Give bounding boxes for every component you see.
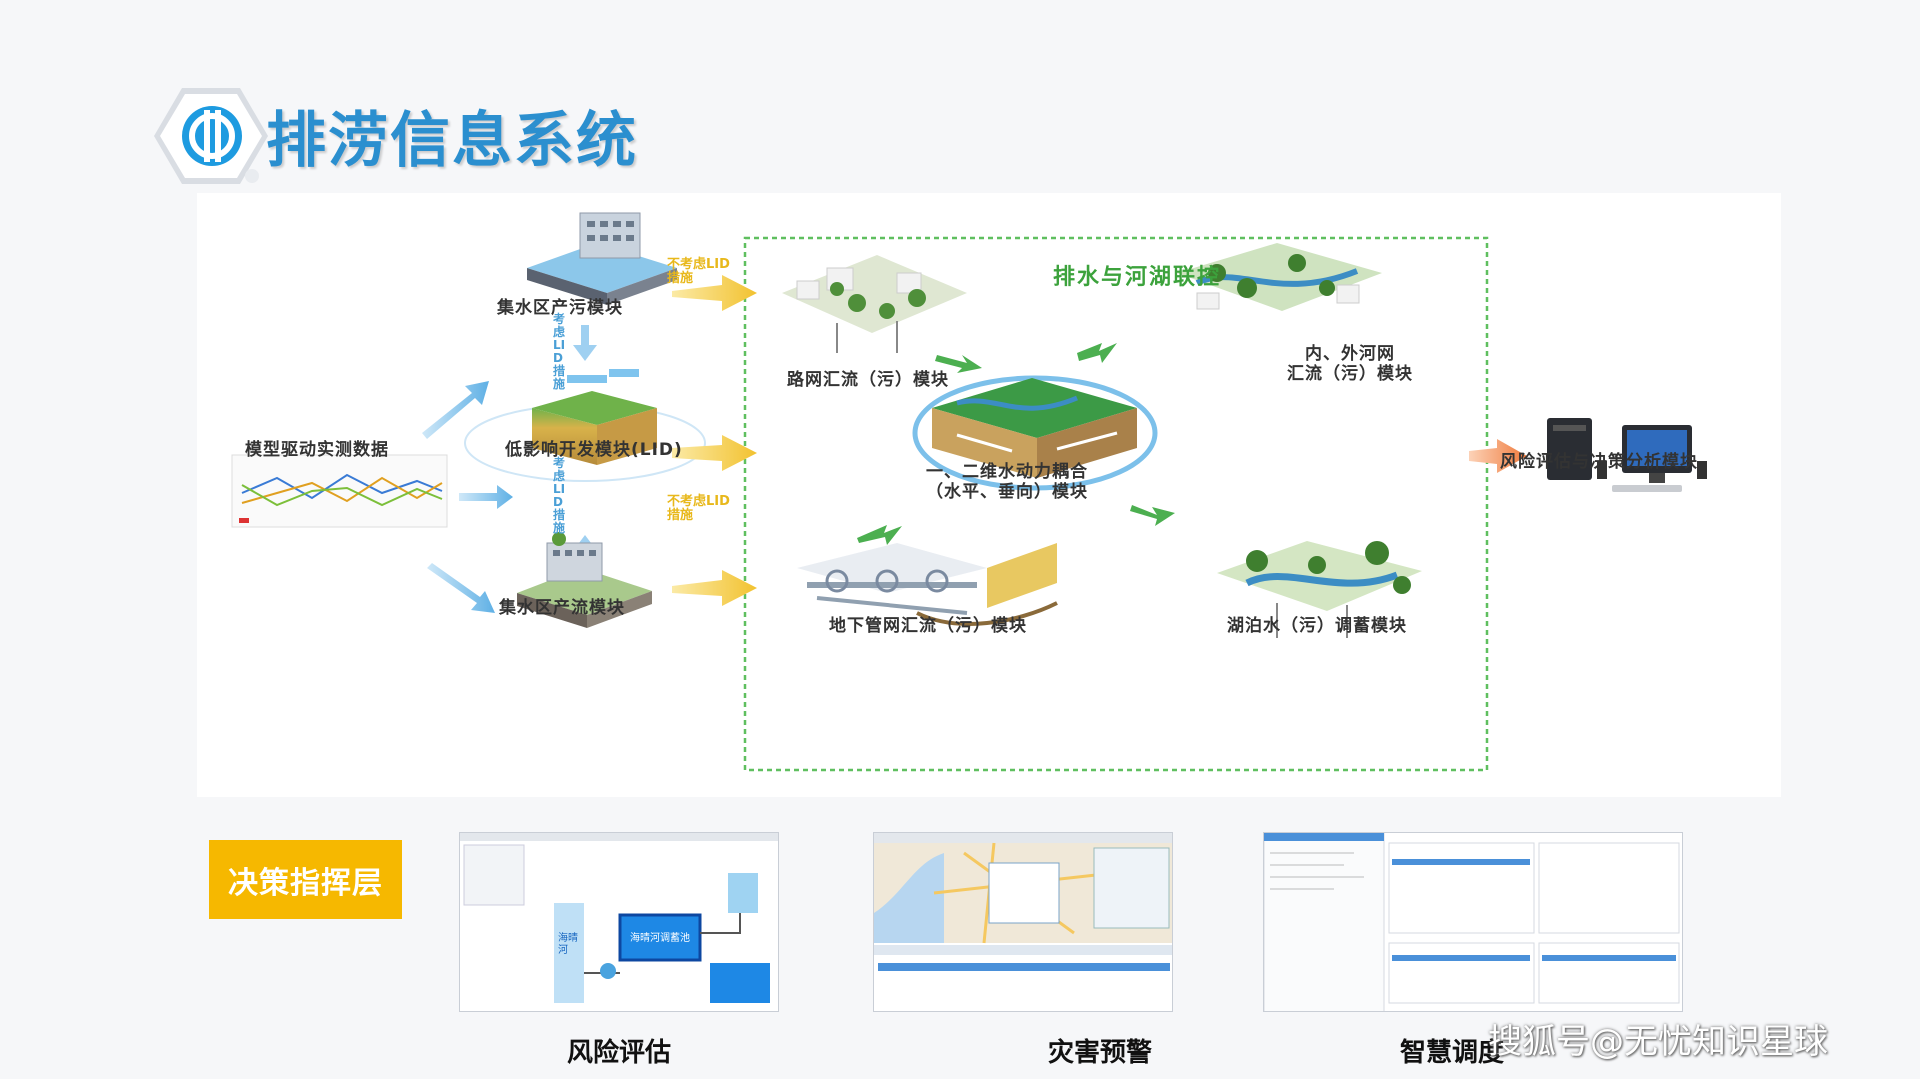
joint-control-region [743, 236, 1489, 772]
river-network-label-line2: 汇流（污）模块 [1287, 364, 1413, 384]
risk-assessment-screenshot[interactable]: 海晴河调蓄池 海晴河 [459, 832, 779, 1012]
computer-icon [1547, 418, 1707, 492]
consider-lid-note-top: 考虑LID措施 [553, 312, 566, 391]
smart-dispatch-graphic [1264, 833, 1680, 1011]
lake-storage-illustration [1217, 541, 1422, 638]
diagram-panel: 排水与河湖联控 集水区产污模块 集水区产流模块 低影响开发模块(LID) 模型驱… [197, 193, 1781, 797]
storage-tank-text: 海晴河调蓄池 [630, 933, 690, 944]
lake-storage-label: 湖泊水（污）调蓄模块 [1227, 616, 1407, 636]
lid-illustration [464, 369, 706, 482]
catchment-pollution-illustration [527, 212, 677, 305]
risk-analysis-label: 风险评估与决策分析模块 [1500, 452, 1698, 472]
arrow-to-risk-analysis [1469, 439, 1527, 473]
underground-pipe-illustration [797, 543, 1058, 626]
river-network-label-line1: 内、外河网 [1305, 344, 1395, 364]
measured-data-chart-icon [231, 454, 448, 528]
page-title: 排涝信息系统 [266, 106, 638, 176]
watermark-text: 搜狐号@无忧知识星球 [1488, 1022, 1828, 1062]
arrow-to-lid [459, 485, 513, 509]
no-lid-note-top: 不考虑LID措施 [667, 257, 730, 286]
diagram-graphics [231, 212, 1707, 772]
consider-lid-note-bottom: 考虑LID措施 [553, 456, 566, 535]
green-exchange-arrows [857, 343, 1175, 545]
risk-assessment-caption: 风险评估 [566, 1038, 671, 1068]
coupling-label-line2: （水平、垂向）模块 [926, 482, 1088, 502]
smart-dispatch-caption: 智慧调度 [1400, 1038, 1505, 1068]
coupling-label-line1: 一、二维水动力耦合 [926, 462, 1088, 482]
measured-data-label: 模型驱动实测数据 [245, 440, 389, 460]
underground-pipe-label: 地下管网汇流（污）模块 [829, 616, 1027, 636]
decision-layer-badge: 决策指挥层 [209, 840, 402, 919]
smart-dispatch-screenshot[interactable] [1263, 832, 1683, 1012]
disaster-warning-caption: 灾害预警 [1047, 1038, 1152, 1068]
lid-label: 低影响开发模块(LID) [505, 440, 683, 460]
joint-control-title: 排水与河湖联控 [1052, 265, 1221, 290]
arrow-to-pollution [422, 381, 489, 439]
coupling-model-illustration [912, 375, 1158, 491]
river-text: 海晴河 [558, 933, 578, 956]
catchment-runoff-illustration [517, 532, 652, 628]
catchment-runoff-label: 集水区产流模块 [499, 598, 625, 618]
water-logo-icon [154, 88, 268, 184]
arrow-to-runoff [427, 563, 495, 613]
river-network-illustration [1177, 243, 1382, 311]
catchment-pollution-label: 集水区产污模块 [497, 298, 623, 318]
disaster-warning-graphic [874, 833, 1172, 1011]
no-lid-note-bottom: 不考虑LID措施 [667, 494, 730, 523]
road-network-illustration [782, 255, 967, 353]
road-network-label: 路网汇流（污）模块 [787, 370, 949, 390]
disaster-warning-screenshot[interactable] [873, 832, 1173, 1012]
risk-assessment-graphic [460, 833, 778, 1003]
